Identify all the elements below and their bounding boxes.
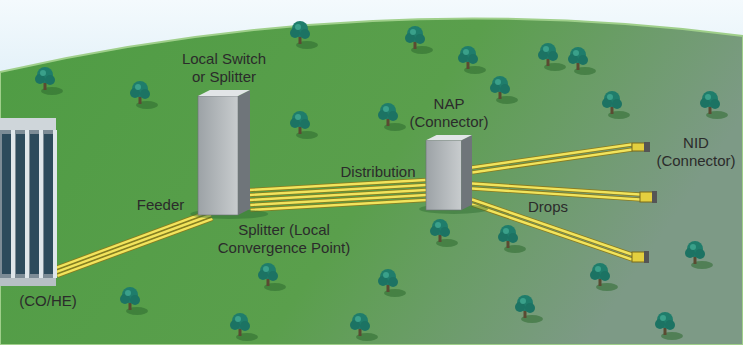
cabinet-side (461, 135, 472, 210)
nap-cabinet: NAP (Connector) (426, 135, 472, 210)
splitter-cabinet: Local Switch or SplitterSplitter (Local … (198, 90, 250, 215)
cabinet-top (426, 135, 472, 140)
cable-label: Distribution (340, 163, 415, 181)
tree (290, 21, 318, 49)
nid-connector-body (632, 143, 646, 151)
building-column (53, 130, 57, 278)
fiber-cable-bundle (55, 211, 213, 276)
cabinet-top (198, 90, 250, 96)
fiber-line (57, 219, 212, 276)
tree (290, 111, 318, 139)
central-office-building-shape (0, 118, 56, 286)
fiber-line (55, 211, 210, 268)
nid-connector-tip (652, 191, 657, 203)
tree (590, 263, 618, 291)
fiber-line (249, 180, 425, 190)
fiber-line (251, 200, 427, 210)
hill (0, 19, 743, 345)
fiber-line (472, 149, 632, 172)
fiber-line (250, 195, 426, 205)
fiber-line (56, 215, 211, 272)
central-office-building: (CO/HE) (0, 118, 56, 286)
nap-cabinet-shape (426, 135, 472, 210)
building-window (30, 134, 39, 274)
tree (538, 43, 566, 71)
nid-connector-tip (644, 251, 649, 263)
nid-connector (632, 252, 646, 262)
drop-cable (472, 189, 640, 200)
fiber-line (250, 190, 426, 200)
building-window (16, 134, 25, 274)
fiber-cable-bundle (249, 180, 426, 210)
tree (700, 91, 728, 119)
drop-cables (472, 184, 657, 264)
tree (458, 46, 486, 74)
fiber-cable-bundle (472, 145, 633, 173)
tree (130, 81, 158, 109)
tree (515, 295, 543, 323)
cabinet-front (198, 96, 238, 215)
splitter-cabinet-shape (198, 90, 250, 215)
tree (230, 313, 258, 341)
cable-label: Drops (528, 198, 568, 216)
building-column (11, 130, 15, 278)
building-column (39, 130, 43, 278)
tree (568, 47, 596, 75)
tree (685, 241, 713, 269)
tree (120, 287, 148, 315)
tree (430, 219, 458, 247)
tree (350, 313, 378, 341)
nid-connector-tip (644, 142, 650, 152)
fiber-line (472, 149, 632, 172)
nap-heading: NAP (Connector) (399, 95, 499, 131)
cabinet-heading: Local Switch or Splitter (174, 50, 274, 86)
tree (405, 26, 433, 54)
tree (655, 312, 683, 340)
fiber-line (55, 211, 210, 268)
tree (602, 91, 630, 119)
nid-connector: NID (Connector) (632, 142, 650, 152)
cabinet-front (426, 140, 461, 210)
tree (35, 67, 63, 95)
splitter-label: Splitter (Local Convergence Point) (189, 221, 379, 257)
tree (378, 269, 406, 297)
building-roof (0, 118, 56, 130)
building-window (2, 134, 11, 274)
fiber-line (56, 215, 211, 272)
fiber-line (472, 145, 632, 168)
building-facade (0, 118, 56, 286)
tree (378, 103, 406, 131)
fiber-line (472, 145, 632, 168)
building-base (0, 278, 56, 286)
trees (35, 21, 728, 341)
tree (258, 263, 286, 291)
cabinet-side (238, 90, 250, 215)
nid-connector-shape (632, 142, 650, 152)
building-window (44, 134, 53, 274)
site-label: (CO/HE) (8, 292, 88, 310)
fiber-line (57, 219, 212, 276)
fiber-line (251, 200, 427, 210)
nid-connector (640, 192, 654, 202)
cable-label: Feeder (137, 196, 185, 214)
tree (490, 76, 518, 104)
fiber-line (250, 185, 426, 195)
tree (498, 225, 526, 253)
building-column (25, 130, 29, 278)
nid-label: NID (Connector) (654, 134, 738, 170)
